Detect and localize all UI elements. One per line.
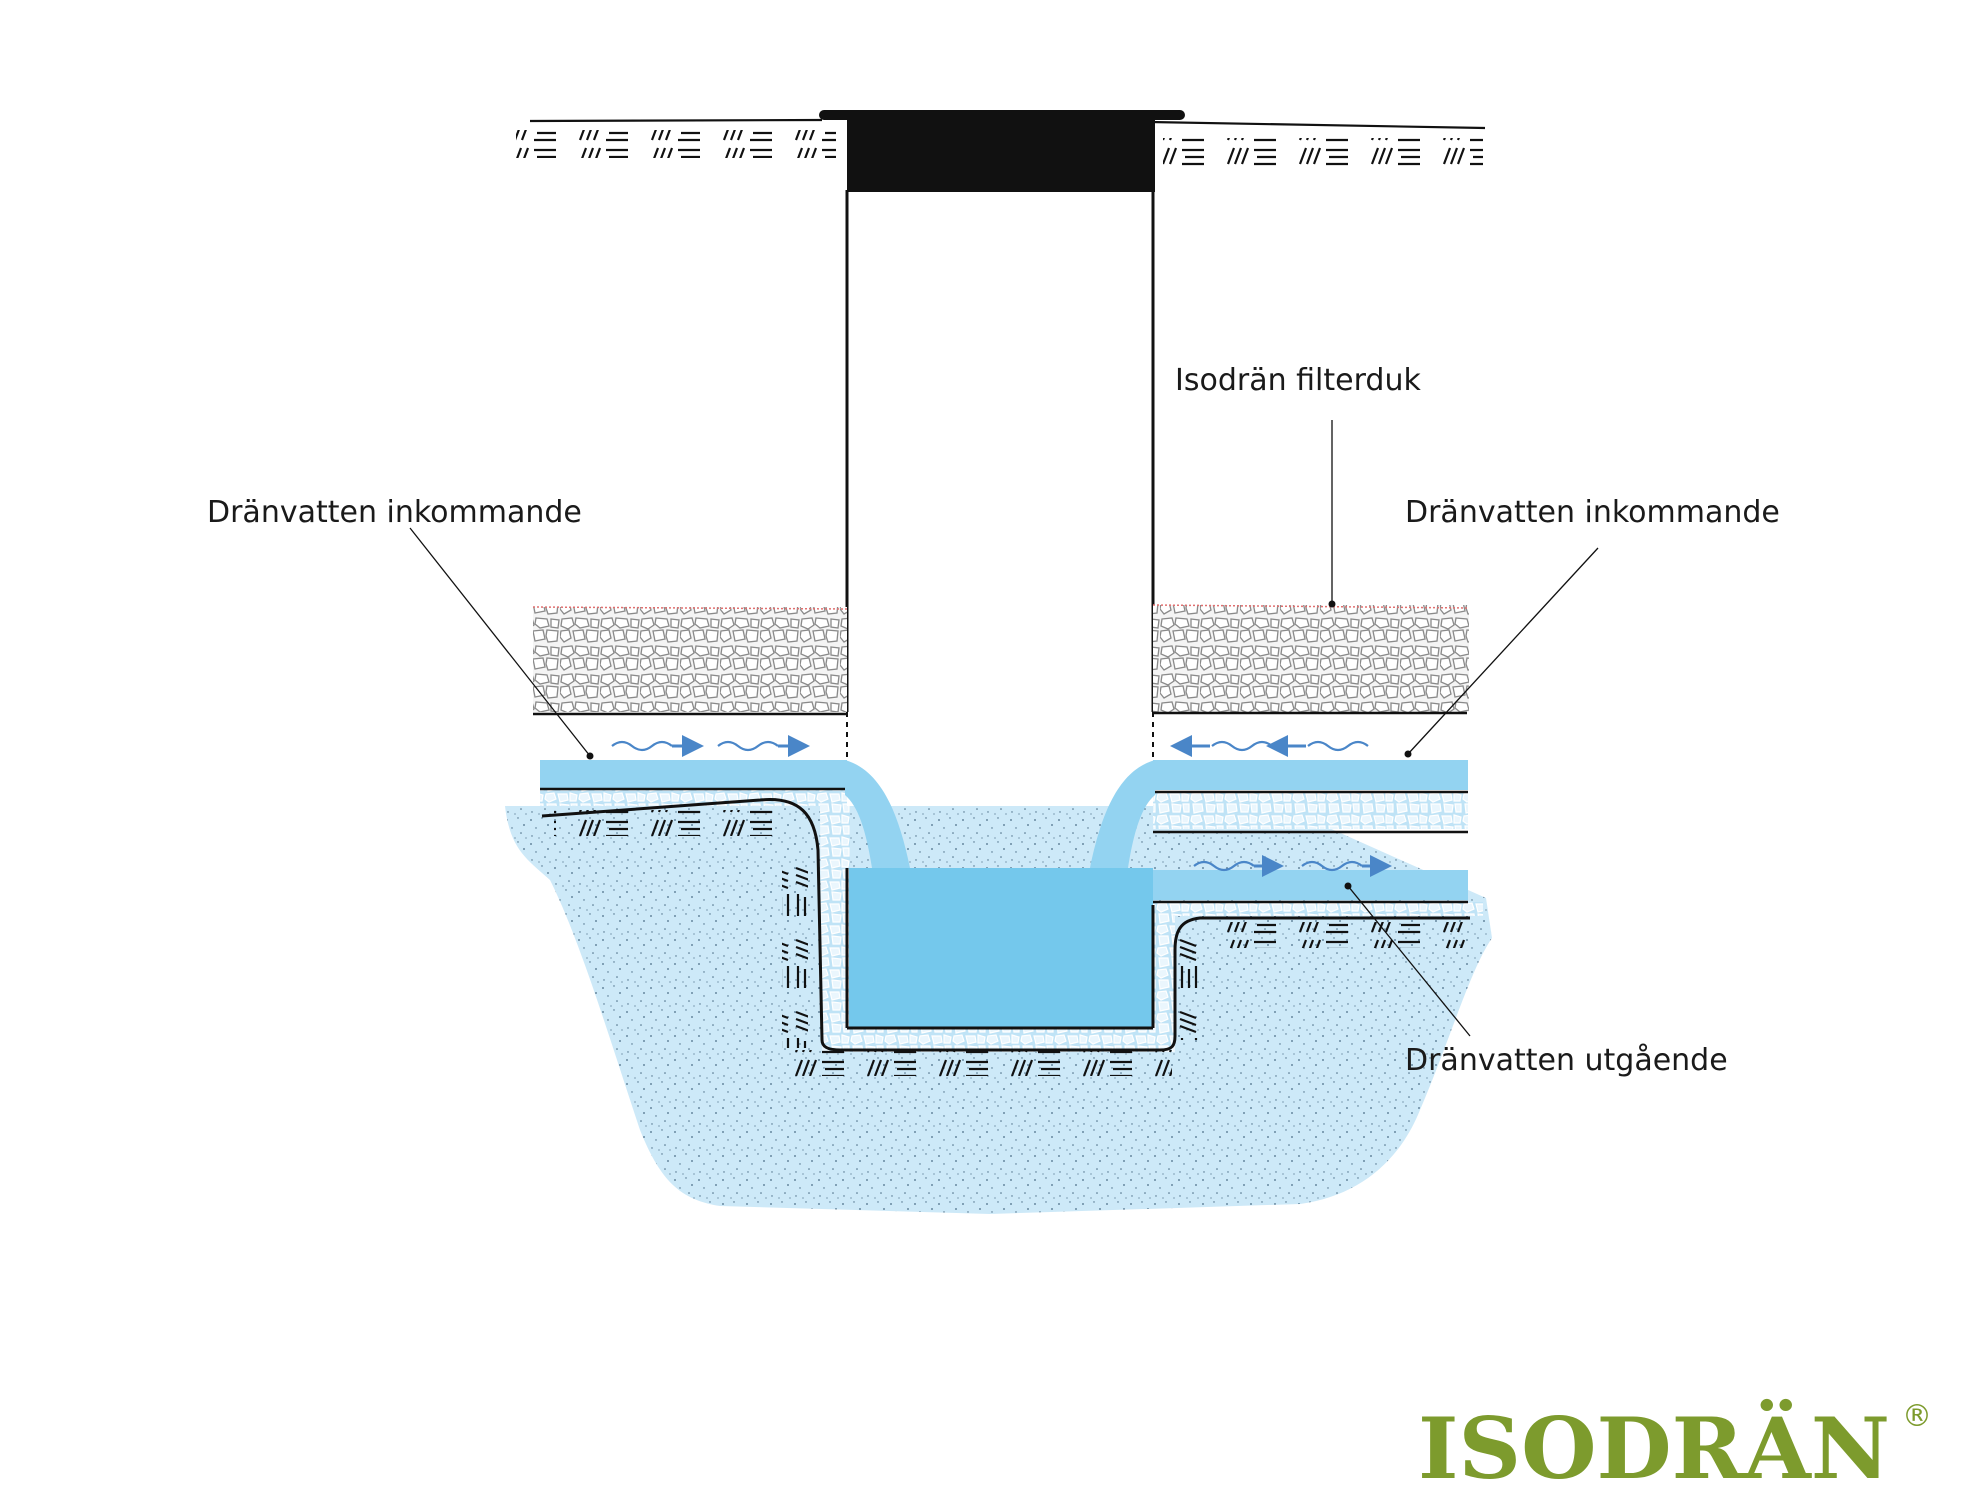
label-inkommande-right: Dränvatten inkommande bbox=[1405, 495, 1780, 530]
flow-arrow-left-icon bbox=[1170, 735, 1273, 757]
leader-inkommande-left bbox=[409, 527, 594, 760]
leader-inkommande-right bbox=[1404, 547, 1599, 758]
flow-indicators bbox=[611, 735, 1392, 877]
drain-pipe-right bbox=[1090, 760, 1468, 868]
label-filterduk: Isodrän filterduk bbox=[1175, 363, 1421, 398]
flow-arrow-right-icon bbox=[1193, 855, 1284, 877]
isodran-logo: ISODRÄN ® bbox=[1418, 1398, 1932, 1498]
drain-pipe-left bbox=[540, 760, 910, 868]
flow-arrow-right-icon bbox=[717, 735, 810, 757]
flow-arrow-left-icon bbox=[1266, 735, 1369, 757]
drain-pipe-outgoing bbox=[1153, 870, 1483, 916]
well-shaft bbox=[845, 190, 1155, 785]
flow-arrow-right-icon bbox=[1301, 855, 1392, 877]
gravel-layer-right bbox=[1152, 604, 1470, 715]
registered-mark: ® bbox=[1902, 1399, 1932, 1434]
logo-text: ISODRÄN bbox=[1418, 1398, 1890, 1498]
gravel-layer-left bbox=[532, 606, 848, 716]
filter-cloth bbox=[541, 797, 1470, 1052]
soil-hatch bbox=[554, 810, 1465, 1076]
basin bbox=[820, 806, 1175, 1052]
leader-utgaende bbox=[1344, 882, 1471, 1037]
label-utgaende: Dränvatten utgående bbox=[1405, 1043, 1728, 1078]
label-inkommande-left: Dränvatten inkommande bbox=[207, 495, 582, 530]
leader-filterduk bbox=[1328, 420, 1336, 608]
labels: Isodrän filterduk Dränvatten inkommande … bbox=[207, 363, 1780, 1078]
flow-arrow-right-icon bbox=[611, 735, 704, 757]
well-lid bbox=[819, 110, 1185, 192]
leader-lines bbox=[409, 420, 1599, 1037]
ground-surface bbox=[516, 118, 1486, 166]
